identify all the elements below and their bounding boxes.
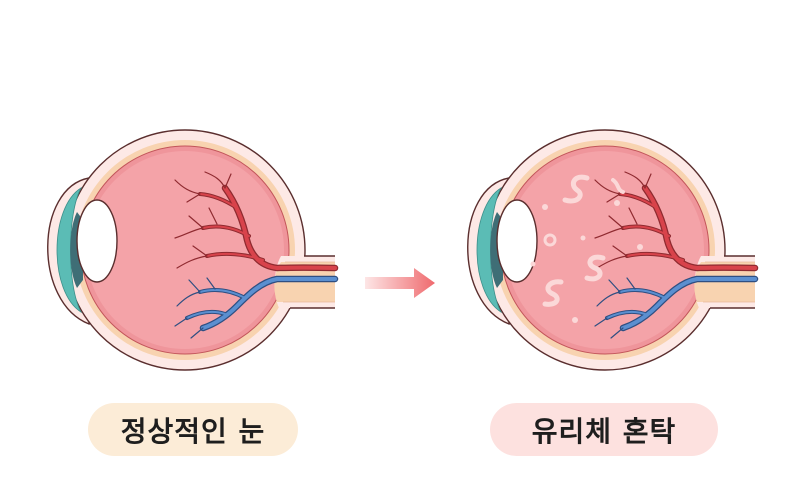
vitreous-floaters [530, 174, 643, 323]
normal-eye [48, 130, 335, 370]
floater-strand [611, 178, 625, 194]
floater-strand [584, 254, 606, 282]
floater-dot [614, 200, 620, 206]
floater-dot [637, 244, 643, 250]
floaters-eye-label: 유리체 혼탁 [490, 403, 718, 456]
floater-dot [580, 235, 586, 241]
floater-dot [572, 317, 578, 323]
floater-strand [542, 279, 564, 307]
normal-eye-label: 정상적인 눈 [88, 403, 298, 456]
floaters-eye [468, 130, 755, 370]
floater-dot [542, 204, 548, 210]
normal-eye-label-text: 정상적인 눈 [120, 414, 266, 448]
floater-dot [530, 261, 536, 267]
floater-strand [562, 174, 590, 204]
arrow-right-icon [365, 268, 435, 298]
floaters-eye-label-text: 유리체 혼탁 [531, 414, 677, 448]
floater-ring [543, 233, 557, 247]
